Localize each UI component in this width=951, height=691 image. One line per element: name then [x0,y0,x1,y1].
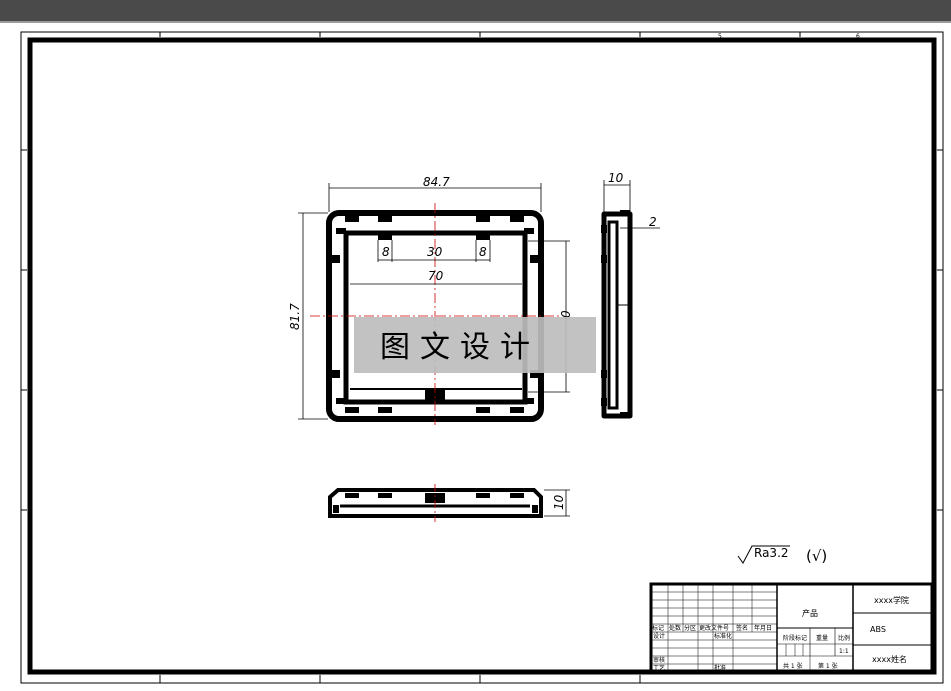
tb-stage-label: 阶段标记 [783,634,807,642]
tb-rev-h6: 年月日 [754,624,772,632]
tb-scale: 1:1 [839,648,849,655]
tb-rev-h3: 分区 [684,624,696,632]
tb-product: 产品 [802,608,818,618]
watermark: 图文设计 [354,317,596,373]
dim-wall: 2 [649,215,657,229]
dim-width-top: 84.7 [423,175,450,189]
tb-rev-h5: 签名 [736,624,748,632]
tb-sheet-no: 第 1 张 [818,662,838,670]
title-block [649,582,934,673]
watermark-text: 图文设计 [380,330,540,365]
tb-scale-label: 比例 [838,634,850,642]
dim-bottom-height: 10 [552,494,566,510]
tb-approve: 批准 [714,664,726,672]
dim-side-thickness: 10 [608,171,624,185]
tb-standardize: 标准化 [714,632,732,640]
zone-mark-6: 6 [856,33,860,40]
roughness-note: (√) [806,547,827,565]
dim-inner-width: 70 [428,269,444,283]
tb-rev-h4: 更改文件号 [699,624,729,632]
front-dimension-lines [298,183,570,420]
front-view [310,203,560,425]
roughness-value: Ra3.2 [754,546,789,560]
tb-rev-h2: 处数 [669,624,681,632]
dim-slot-left: 8 [382,245,390,259]
zone-mark-5: 5 [718,33,722,40]
tb-weight-label: 重量 [816,634,828,642]
border-zone-ticks [21,32,943,683]
dim-slot-right: 8 [479,245,487,259]
tb-review: 审核 [653,656,665,664]
bottom-dimension-lines [544,489,570,517]
roughness-symbol-icon [737,545,790,564]
outer-border [20,31,944,684]
inner-border [27,37,937,675]
dim-inner-height: 0 [559,310,573,318]
tb-design: 设计 [653,632,665,640]
title-bar-divider [0,21,951,23]
tb-process: 工艺 [653,664,665,672]
side-dimension-lines [603,180,660,229]
tb-rev-h1: 标记 [652,624,664,632]
tb-owner: xxxx姓名 [872,654,907,664]
dim-height-left: 81.7 [288,303,302,330]
window-title-bar [0,0,951,21]
dim-slot-center: 30 [427,245,443,259]
tb-sheets: 共 1 张 [783,662,803,670]
tb-material: ABS [870,625,886,634]
bottom-view [328,484,543,522]
tb-school: xxxx学院 [874,595,909,605]
side-view [601,210,633,419]
